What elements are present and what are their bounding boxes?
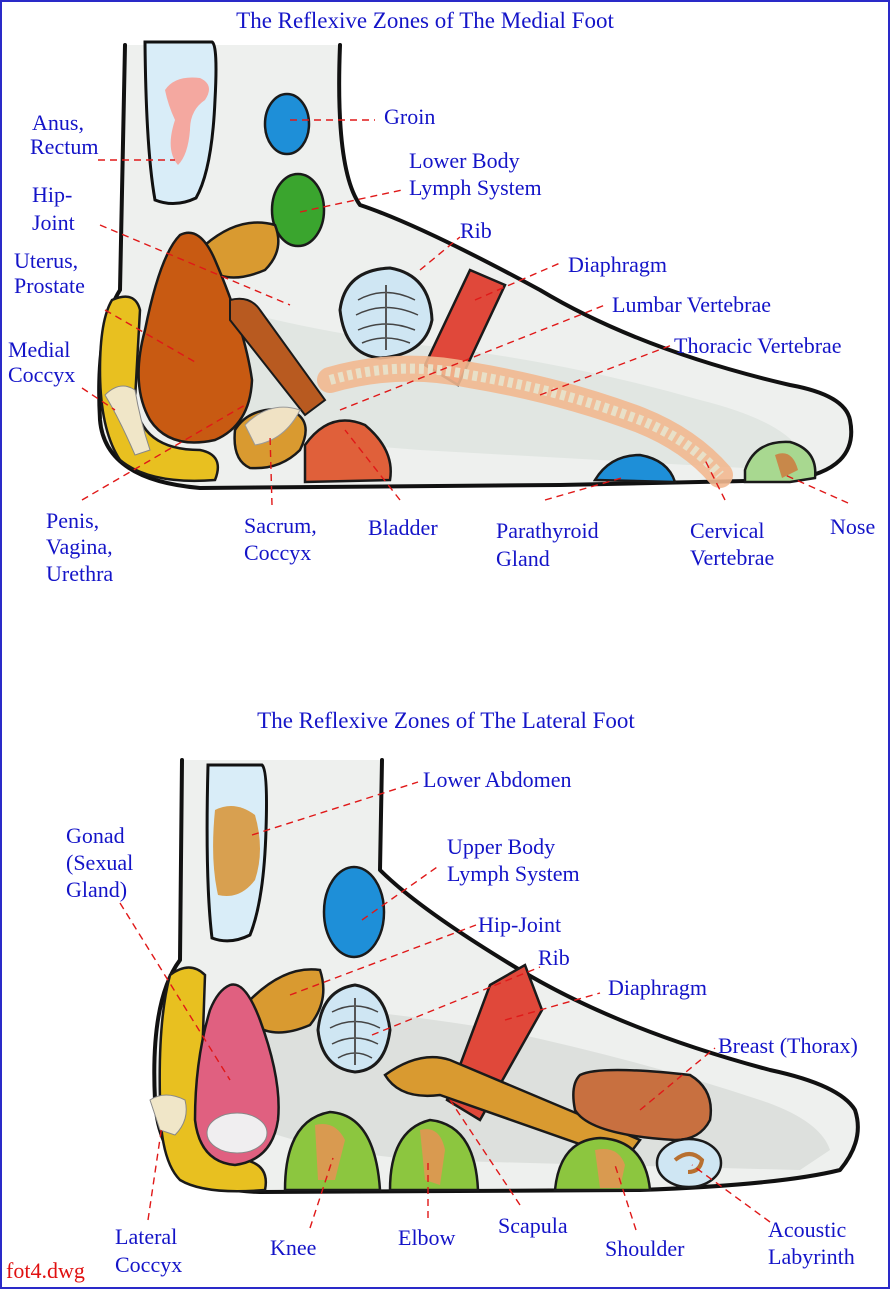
medial-label-sacrum-coccyx: Sacrum,Coccyx (244, 513, 317, 565)
medial-label-lumbar-vertebrae: Lumbar Vertebrae (612, 292, 771, 317)
medial-label-nose: Nose (830, 514, 875, 539)
medial-label-thoracic-vertebrae: Thoracic Vertebrae (674, 333, 842, 358)
lateral-label-lower-abdomen: Lower Abdomen (423, 767, 571, 792)
lateral-label-hip-joint: Hip-Joint (478, 912, 561, 937)
medial-foot-illustration (97, 40, 854, 490)
medial-label-groin: Groin (384, 104, 435, 129)
lateral-label-knee: Knee (270, 1235, 316, 1260)
lateral-label-scapula: Scapula (498, 1213, 568, 1238)
medial-title: The Reflexive Zones of The Medial Foot (236, 8, 614, 33)
lateral-leader-lines (119, 781, 771, 1231)
file-name: fot4.dwg (6, 1258, 85, 1283)
lateral-label-diaphragm: Diaphragm (608, 975, 707, 1000)
lateral-label-shoulder: Shoulder (605, 1236, 685, 1261)
medial-label-rib: Rib (460, 218, 492, 243)
medial-label-diaphragm: Diaphragm (568, 252, 667, 277)
medial-leader-lines (81, 119, 849, 506)
medial-label-bladder: Bladder (368, 515, 438, 540)
medial-label-hip-joint: Hip-Joint (32, 182, 75, 235)
lateral-label-elbow: Elbow (398, 1225, 456, 1250)
medial-label-uterus-prostate: Uterus,Prostate (14, 248, 85, 298)
medial-label-penis-vagina-urethra: Penis,Vagina,Urethra (46, 508, 113, 586)
lateral-title: The Reflexive Zones of The Lateral Foot (257, 708, 635, 733)
lateral-foot-illustration (149, 758, 860, 1194)
lateral-label-rib: Rib (538, 945, 570, 970)
medial-label-anus-rectum: Anus,Rectum (30, 110, 98, 159)
lateral-label-breast-thorax: Breast (Thorax) (718, 1033, 858, 1058)
